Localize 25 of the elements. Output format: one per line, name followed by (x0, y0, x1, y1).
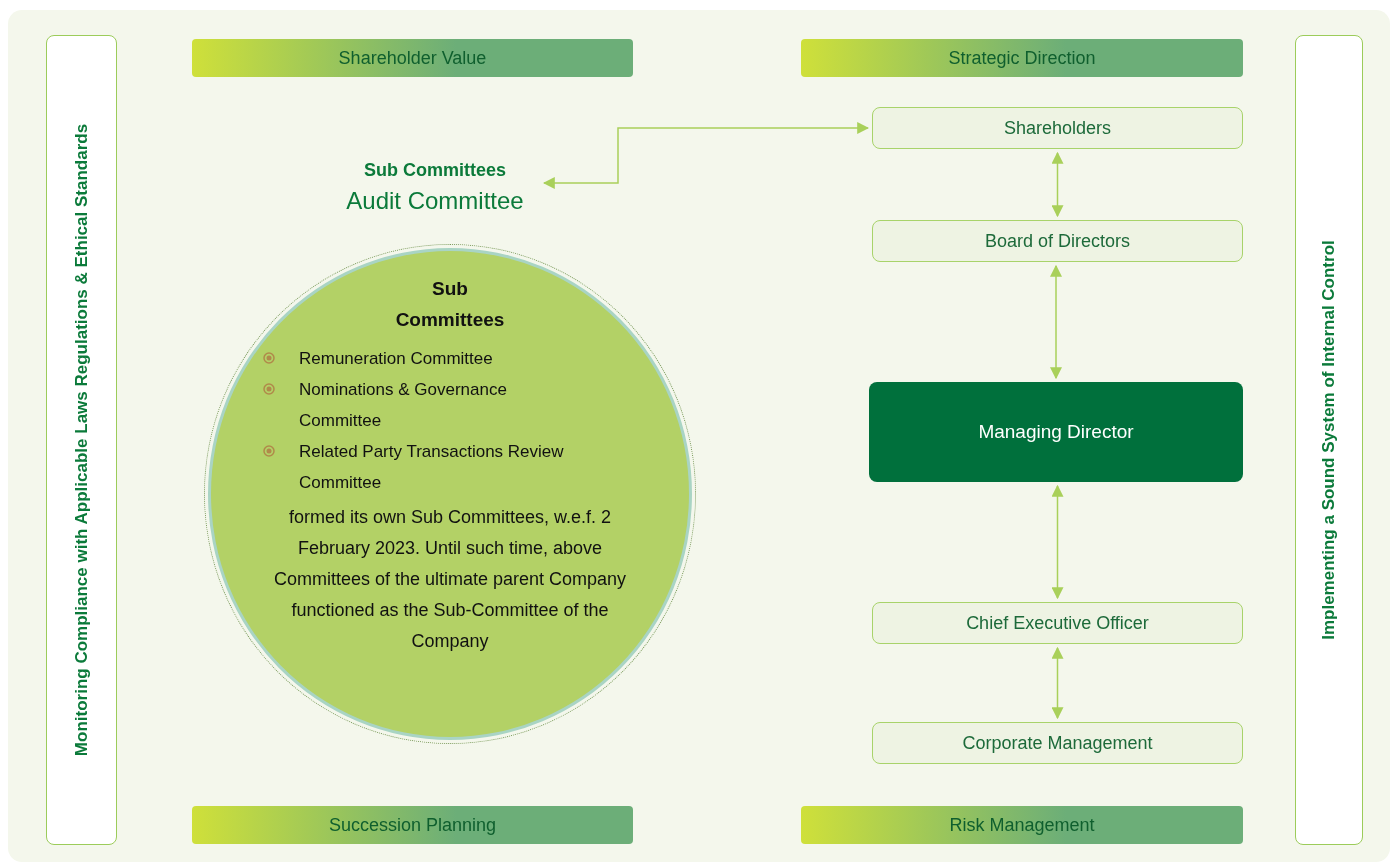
double-arrow (1051, 151, 1064, 218)
theme-bar: Succession Planning (192, 806, 633, 844)
process-box: Chief Executive Officer (872, 602, 1243, 644)
list-item: Nominations & Governance Committee (299, 380, 507, 430)
double-arrow (542, 122, 870, 189)
circle-heading: Sub Committees (394, 277, 506, 332)
process-box: Board of Directors (872, 220, 1243, 262)
theme-bar: Strategic Direction (801, 39, 1243, 77)
list-item: Related Party Transactions Review Committee (299, 442, 564, 492)
committee-heading: Sub Committees (363, 160, 507, 181)
highlight-box: Managing Director (869, 382, 1243, 482)
double-arrow (1051, 646, 1064, 720)
band-title: Monitoring Compliance with Applicable Laws Regulations & Ethical Standards (70, 122, 92, 759)
committee-name: Audit Committee (345, 187, 525, 215)
double-arrow (1051, 484, 1064, 600)
double-arrow (1050, 264, 1062, 380)
theme-bar: Risk Management (801, 806, 1243, 844)
band-title: Implementing a Sound System of Internal Control (1318, 239, 1339, 642)
note-paragraph: formed its own Sub Committees, w.e.f. 2 February 2023. Until such time, above Committees of the ultimate parent Company functioned as the Sub-Committee of the Company (272, 506, 628, 653)
list-item: Remuneration Committee (299, 349, 493, 368)
process-box: Shareholders (872, 107, 1243, 149)
theme-bar: Shareholder Value (192, 39, 633, 77)
side-band (46, 35, 117, 845)
side-band (1295, 35, 1363, 845)
process-box: Corporate Management (872, 722, 1243, 764)
